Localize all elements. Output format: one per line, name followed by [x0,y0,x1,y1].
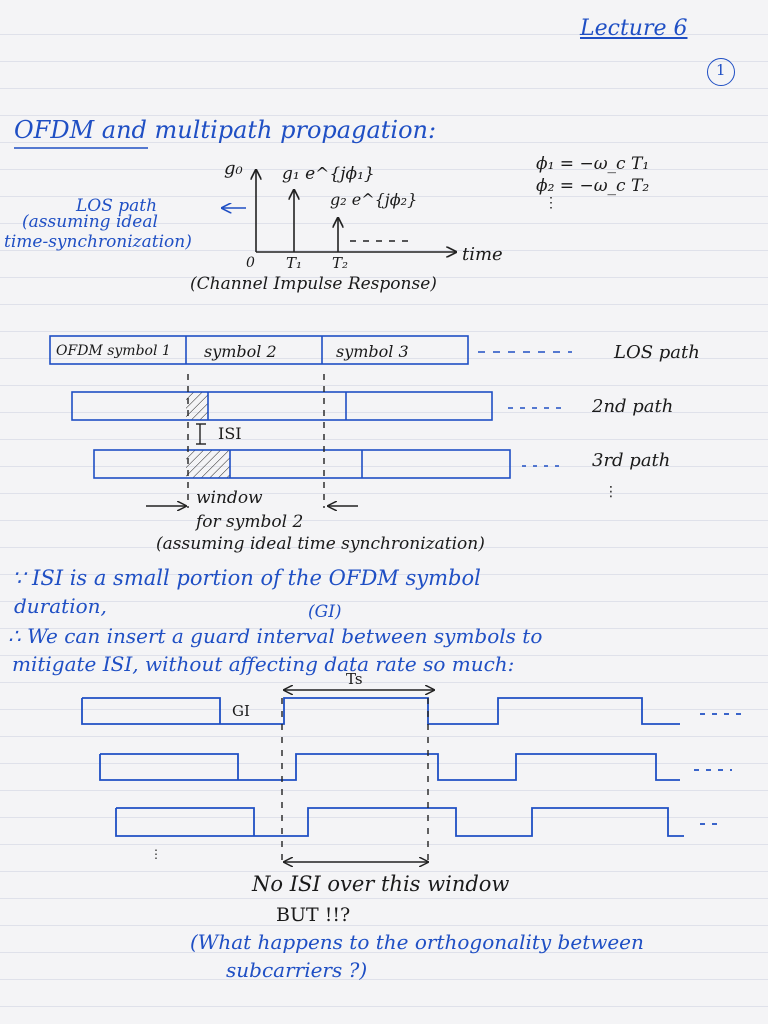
path-3rd-label: 3rd path [592,450,671,471]
axis-zero: 0 [246,255,255,271]
text-line-2: duration, [14,594,107,618]
text-line-4: mitigate ISI, without affecting data rat… [12,652,515,676]
symbol-2-label: symbol 2 [204,342,277,361]
impulse-caption: (Channel Impulse Response) [190,274,437,294]
gi-waveform-2 [99,753,732,781]
isi-label: ISI [218,424,242,443]
more-paths-dots: ⋮ [604,484,618,500]
gi-waveform-3 [115,807,724,837]
gi-dots: ⋮ [150,847,162,861]
los-path-symbols [49,335,572,365]
text-line-1: ∵ ISI is a small portion of the OFDM sym… [12,566,481,590]
g2-label: g₂ e^{jϕ₂} [330,190,418,209]
section-title: OFDM and multipath propagation: [14,116,437,144]
los-note-line2: (assuming ideal [22,212,158,232]
ellipsis-vertical: ⋮ [544,195,558,211]
phi2-equation: ϕ₂ = −ω_c T₂ [536,176,650,196]
path-2nd-label: 2nd path [592,396,674,417]
window-markers [146,374,358,508]
symbol-3-label: symbol 3 [336,342,409,361]
window-for-symbol-label: for symbol 2 [196,512,304,532]
lecture-title: Lecture 6 [580,16,688,41]
g0-label: g₀ [224,158,243,179]
window-label: window [196,488,263,508]
gi-abbrev: (GI) [308,602,342,622]
isi-hatch-2nd [186,392,208,420]
question-line-2: subcarriers ?) [226,958,368,982]
axis-t1: T₁ [286,254,303,272]
question-line-1: (What happens to the orthogonality betwe… [190,930,644,954]
path-los-label: LOS path [614,342,700,363]
text-line-3: ∴ We can insert a guard interval between… [8,624,543,648]
third-path-symbols [93,449,560,479]
page-number: 1 [716,61,726,79]
phi1-equation: ϕ₁ = −ω_c T₁ [536,154,650,174]
page-number-circle [707,58,735,86]
window-caption: No ISI over this window [252,872,510,896]
window-note: (assuming ideal time synchronization) [156,534,485,554]
second-path-symbols [71,391,568,421]
isi-hatch-3rd [186,450,230,478]
los-note-line1: LOS path [76,196,158,216]
ts-label: Ts [346,670,363,688]
gi-waveform-1 [81,697,744,725]
impulse-response-plot [256,170,456,252]
gi-window-markers [281,698,428,862]
axis-time: time [462,244,503,265]
symbol-1-label: OFDM symbol 1 [56,343,171,359]
but-label: BUT !!? [276,904,351,926]
los-note-line3: time-synchronization) [4,232,192,252]
g1-label: g₁ e^{jϕ₁} [282,164,375,184]
gi-label: GI [232,702,250,720]
axis-t2: T₂ [332,254,349,272]
